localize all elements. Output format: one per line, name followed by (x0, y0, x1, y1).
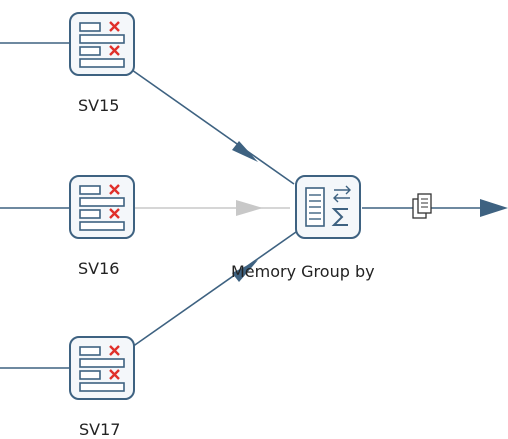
hop-sv15-to-memory-group-by[interactable] (131, 69, 295, 185)
step-label-memory-group-by: Memory Group by (231, 262, 375, 281)
hop-arrow-head (480, 199, 508, 217)
hop-sv17-to-memory-group-by[interactable] (131, 231, 297, 348)
hop-sv16-to-memory-group-by[interactable] (134, 200, 290, 216)
hop-arrow-head (232, 141, 258, 162)
select-values-icon (79, 345, 125, 392)
step-label-sv15: SV15 (78, 96, 120, 115)
hop-arrow-head (232, 260, 258, 282)
step-sv17[interactable] (69, 336, 135, 400)
step-label-sv17: SV17 (79, 420, 121, 439)
copy-rows-icon (412, 193, 432, 219)
step-memory-group-by[interactable] (295, 175, 361, 239)
step-sv16[interactable] (69, 175, 135, 239)
memory-group-by-icon (305, 185, 351, 227)
select-values-icon (79, 184, 125, 231)
hop-memory-group-by-out[interactable] (362, 193, 508, 219)
hop-arrow-head (236, 200, 263, 216)
select-values-icon (79, 21, 125, 68)
step-sv15[interactable] (69, 12, 135, 76)
step-label-sv16: SV16 (78, 259, 120, 278)
